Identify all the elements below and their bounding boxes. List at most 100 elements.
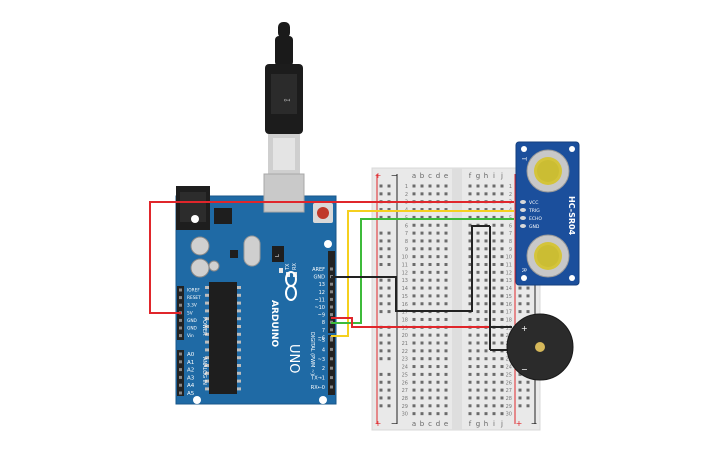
rail-hole[interactable] [379, 357, 383, 361]
breadboard-hole[interactable] [428, 365, 432, 369]
breadboard-hole[interactable] [412, 388, 416, 392]
rail-hole[interactable] [387, 294, 391, 298]
breadboard-hole[interactable] [500, 278, 504, 282]
breadboard-hole[interactable] [420, 239, 424, 243]
breadboard-hole[interactable] [492, 396, 496, 400]
breadboard-hole[interactable] [420, 372, 424, 376]
breadboard-hole[interactable] [476, 286, 480, 290]
rail-hole[interactable] [518, 380, 522, 384]
breadboard-hole[interactable] [484, 278, 488, 282]
breadboard-hole[interactable] [484, 341, 488, 345]
breadboard-hole[interactable] [412, 294, 416, 298]
breadboard-hole[interactable] [444, 349, 448, 353]
breadboard-hole[interactable] [468, 231, 472, 235]
breadboard-hole[interactable] [468, 341, 472, 345]
rail-hole[interactable] [518, 302, 522, 306]
rail-hole[interactable] [379, 349, 383, 353]
breadboard-hole[interactable] [484, 310, 488, 314]
breadboard-hole[interactable] [444, 294, 448, 298]
breadboard-hole[interactable] [500, 317, 504, 321]
breadboard-hole[interactable] [436, 215, 440, 219]
rail-hole[interactable] [387, 380, 391, 384]
breadboard-hole[interactable] [492, 255, 496, 259]
breadboard-hole[interactable] [476, 365, 480, 369]
breadboard-hole[interactable] [420, 396, 424, 400]
rail-hole[interactable] [387, 231, 391, 235]
breadboard-hole[interactable] [436, 263, 440, 266]
wires[interactable] [149, 201, 514, 351]
breadboard-hole[interactable] [420, 404, 424, 408]
breadboard-hole[interactable] [412, 404, 416, 408]
rail-hole[interactable] [387, 263, 391, 266]
breadboard-hole[interactable] [412, 365, 416, 369]
rail-hole[interactable] [387, 286, 391, 290]
rail-hole[interactable] [387, 404, 391, 408]
breadboard-hole[interactable] [420, 286, 424, 290]
breadboard-hole[interactable] [484, 184, 488, 188]
breadboard-hole[interactable] [468, 215, 472, 219]
breadboard-hole[interactable] [420, 278, 424, 282]
breadboard-hole[interactable] [484, 412, 488, 416]
header-pin[interactable] [179, 368, 182, 372]
breadboard-hole[interactable] [484, 396, 488, 400]
breadboard-hole[interactable] [428, 184, 432, 188]
breadboard-hole[interactable] [420, 412, 424, 416]
breadboard-hole[interactable] [492, 270, 496, 274]
breadboard-hole[interactable] [484, 357, 488, 361]
rail-hole[interactable] [526, 404, 530, 408]
breadboard-hole[interactable] [436, 404, 440, 408]
breadboard-hole[interactable] [468, 396, 472, 400]
header-pin[interactable] [330, 376, 333, 380]
breadboard-hole[interactable] [476, 412, 480, 416]
breadboard-hole[interactable] [476, 231, 480, 235]
header-pin[interactable] [330, 267, 333, 271]
breadboard-hole[interactable] [476, 208, 480, 212]
breadboard-hole[interactable] [420, 365, 424, 369]
breadboard-hole[interactable] [444, 341, 448, 345]
rail-hole[interactable] [379, 184, 383, 188]
breadboard-hole[interactable] [420, 215, 424, 219]
breadboard-hole[interactable] [412, 341, 416, 345]
breadboard-hole[interactable] [468, 317, 472, 321]
breadboard-hole[interactable] [484, 388, 488, 392]
breadboard-hole[interactable] [468, 294, 472, 298]
rail-hole[interactable] [379, 333, 383, 337]
rail-hole[interactable] [379, 404, 383, 408]
breadboard-hole[interactable] [444, 270, 448, 274]
rail-hole[interactable] [379, 310, 383, 314]
breadboard-hole[interactable] [444, 333, 448, 337]
breadboard-hole[interactable] [500, 302, 504, 306]
breadboard-hole[interactable] [484, 404, 488, 408]
breadboard-hole[interactable] [476, 278, 480, 282]
breadboard-hole[interactable] [444, 380, 448, 384]
breadboard-hole[interactable] [420, 380, 424, 384]
rail-hole[interactable] [526, 302, 530, 306]
breadboard-hole[interactable] [468, 270, 472, 274]
breadboard-hole[interactable] [444, 302, 448, 306]
breadboard-hole[interactable] [468, 184, 472, 188]
breadboard-hole[interactable] [420, 294, 424, 298]
breadboard-hole[interactable] [492, 333, 496, 337]
digital-header-low[interactable] [328, 335, 335, 395]
breadboard-hole[interactable] [484, 255, 488, 259]
breadboard-hole[interactable] [436, 239, 440, 243]
breadboard-hole[interactable] [476, 404, 480, 408]
breadboard-hole[interactable] [420, 192, 424, 196]
breadboard-hole[interactable] [428, 341, 432, 345]
breadboard-hole[interactable] [420, 184, 424, 188]
breadboard-hole[interactable] [484, 231, 488, 235]
breadboard-hole[interactable] [492, 239, 496, 243]
breadboard-hole[interactable] [484, 270, 488, 274]
breadboard-hole[interactable] [476, 333, 480, 337]
breadboard-hole[interactable] [468, 412, 472, 416]
breadboard-hole[interactable] [420, 388, 424, 392]
rail-hole[interactable] [379, 278, 383, 282]
breadboard-hole[interactable] [492, 263, 496, 266]
rail-hole[interactable] [379, 215, 383, 219]
breadboard-hole[interactable] [428, 192, 432, 196]
breadboard-hole[interactable] [428, 263, 432, 266]
header-pin[interactable] [330, 335, 333, 339]
breadboard-hole[interactable] [468, 388, 472, 392]
breadboard-hole[interactable] [476, 192, 480, 196]
